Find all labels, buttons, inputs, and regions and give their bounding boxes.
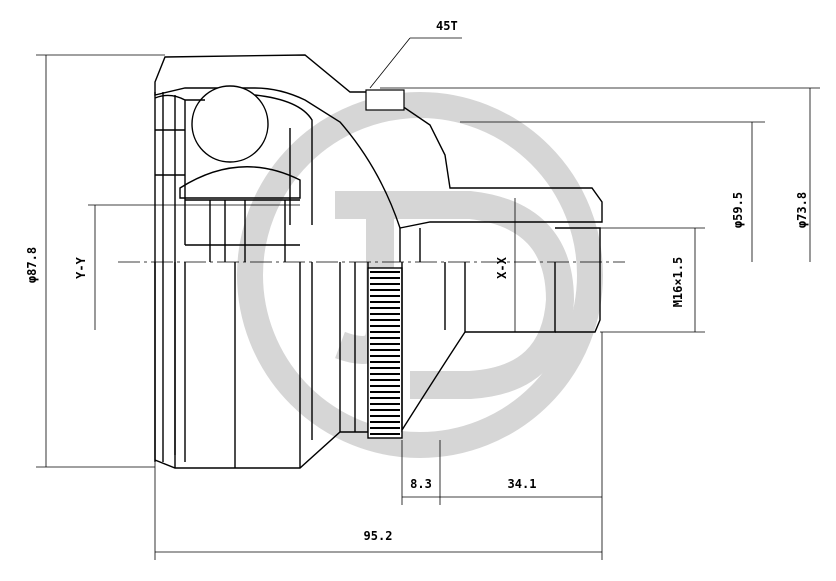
dimension-lines [36,37,820,560]
ball [191,85,269,163]
axis-x-label: X-X [495,256,509,278]
axis-y-label: Y-Y [74,256,88,278]
ring-offset-label: 8.3 [410,477,432,491]
thread-label: M16×1.5 [671,257,685,308]
upper-section-hatched [154,54,603,229]
abs-tone-ring [367,267,403,439]
taper-note-label: 45T [436,19,458,33]
seal-diameter-label: φ73.8 [795,192,809,228]
shaft-diameter-label: φ59.5 [731,192,745,228]
watermark-logo [237,92,603,458]
stub-length-label: 34.1 [508,477,537,491]
overall-length-label: 95.2 [364,529,393,543]
outer-diameter-label: φ87.8 [25,247,39,283]
